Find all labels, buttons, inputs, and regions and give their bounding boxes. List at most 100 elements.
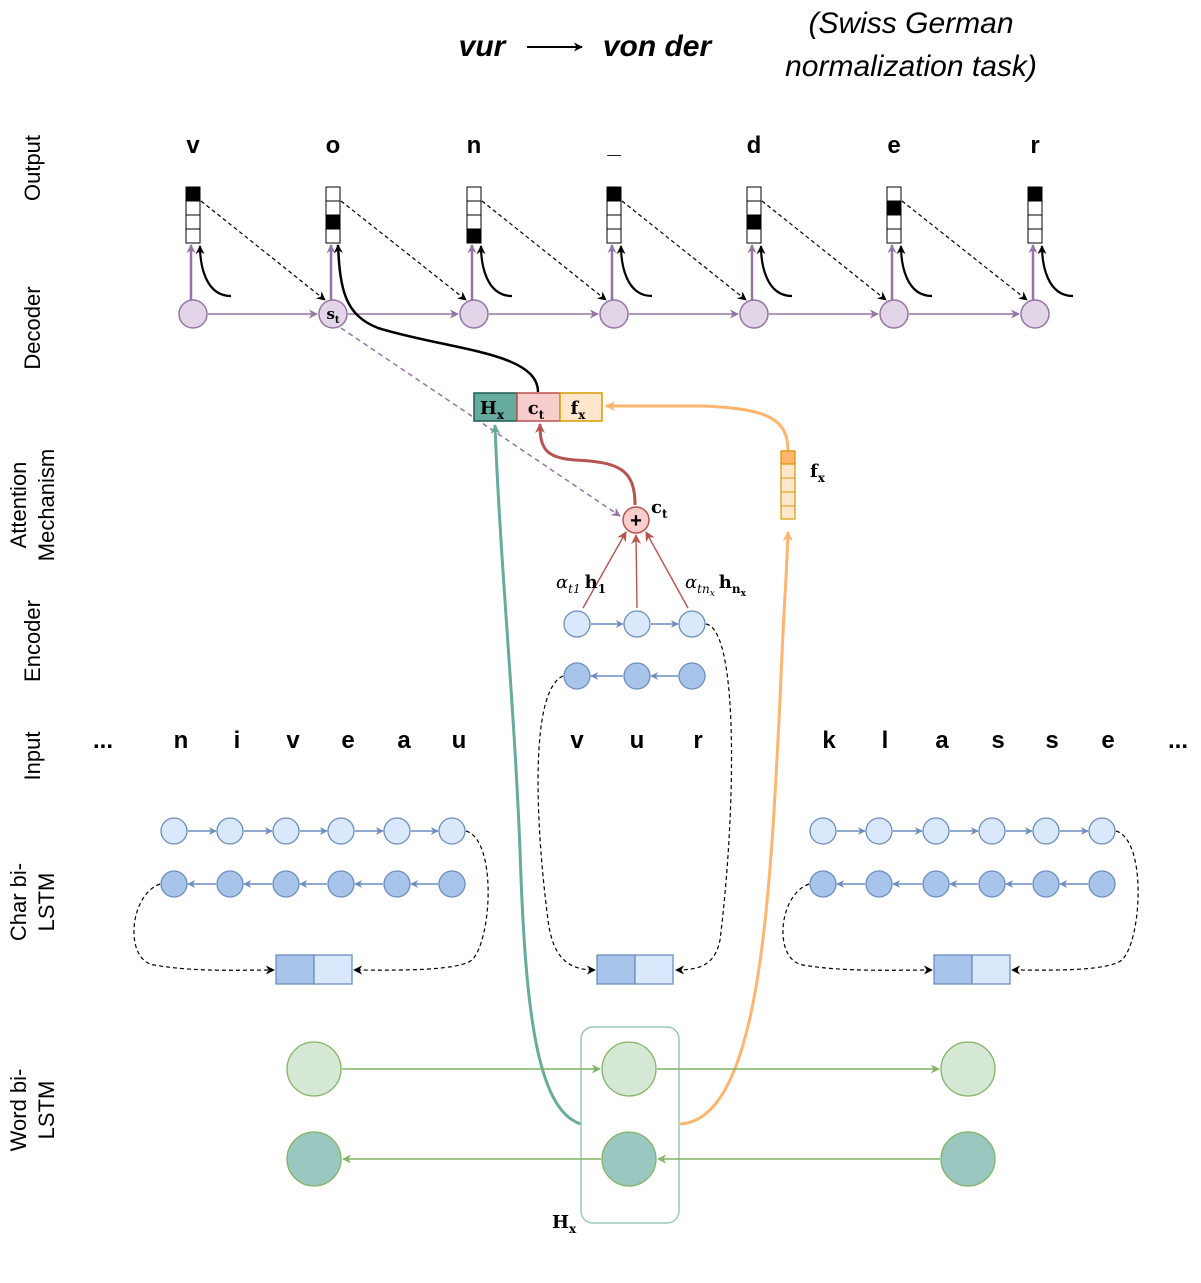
onehot-cell bbox=[466, 214, 482, 230]
output-char: n bbox=[467, 132, 482, 159]
encoder-forward-node bbox=[678, 610, 706, 638]
row-label-attention-line2: Mechanism bbox=[34, 449, 59, 561]
onehot-cell bbox=[886, 186, 902, 202]
onehot-active-cell bbox=[606, 186, 622, 202]
char-forward-node bbox=[1088, 817, 1116, 845]
onehot-cell bbox=[185, 214, 201, 230]
char-backward-node bbox=[272, 870, 300, 898]
concat-hx-label: Hx bbox=[480, 398, 505, 422]
decoder-node bbox=[1020, 299, 1050, 329]
output-to-next-state-dashed bbox=[340, 200, 467, 301]
char-backward-node bbox=[1088, 870, 1116, 898]
onehot-active-cell bbox=[466, 228, 482, 244]
char-backward-dashed-connector bbox=[133, 883, 275, 975]
word-bilstm-layer bbox=[286, 1026, 996, 1224]
context-to-concat-arrow bbox=[535, 423, 637, 506]
decoder-state-node bbox=[318, 299, 348, 329]
title-group: vur von der (Swiss German normalization … bbox=[459, 7, 1037, 83]
char-concat-backward-cell bbox=[596, 954, 636, 985]
char-bilstm-layer bbox=[133, 817, 1139, 985]
onehot-cell bbox=[746, 186, 762, 202]
encoder-layer bbox=[537, 610, 733, 975]
char-forward-node bbox=[160, 817, 188, 845]
output-char: e bbox=[887, 132, 900, 159]
output-feedback-arrow bbox=[756, 245, 793, 298]
onehot-cell bbox=[746, 200, 762, 216]
char-forward-node bbox=[438, 817, 466, 845]
context-label: ct bbox=[651, 497, 668, 521]
onehot-cell bbox=[325, 228, 341, 244]
sum-symbol: + bbox=[630, 510, 642, 532]
concat-ct-cell bbox=[516, 392, 561, 422]
decoder-node bbox=[178, 299, 208, 329]
encoder-forward-node bbox=[563, 610, 591, 638]
input-ellipsis-right: ... bbox=[1168, 727, 1188, 754]
onehot-cell bbox=[325, 200, 341, 216]
char-forward-dashed-connector bbox=[353, 830, 489, 975]
onehot-active-cell bbox=[1027, 186, 1043, 202]
input-char: l bbox=[882, 727, 889, 754]
encoder-forward-node bbox=[623, 610, 651, 638]
char-backward-node bbox=[383, 870, 411, 898]
input-char: u bbox=[630, 727, 645, 754]
onehot-active-cell bbox=[886, 200, 902, 216]
title-note-line1: (Swiss German bbox=[808, 7, 1013, 40]
concat-to-decoder-curve bbox=[333, 244, 540, 393]
alpha-last-label: αtnxhnx bbox=[685, 572, 747, 599]
row-label-word-line1: Word bi- bbox=[6, 1069, 31, 1152]
encoder-backward-node bbox=[623, 662, 651, 690]
word-forward-node bbox=[601, 1041, 657, 1097]
input-char: e bbox=[1101, 727, 1114, 754]
decoder-node bbox=[739, 299, 769, 329]
output-feedback-arrow bbox=[195, 245, 232, 298]
onehot-active-cell bbox=[185, 186, 201, 202]
char-forward-node bbox=[327, 817, 355, 845]
onehot-cell bbox=[466, 186, 482, 202]
input-char: n bbox=[174, 727, 189, 754]
onehot-active-cell bbox=[325, 214, 341, 230]
attention-connectors bbox=[333, 244, 793, 1126]
output-char: r bbox=[1030, 132, 1039, 159]
output-char: _ bbox=[606, 132, 621, 159]
features-active-cell bbox=[780, 450, 796, 465]
char-backward-node bbox=[160, 870, 188, 898]
decoder-node bbox=[599, 299, 629, 329]
char-forward-node bbox=[272, 817, 300, 845]
word-backward-node bbox=[940, 1131, 996, 1187]
title-source: vur bbox=[459, 30, 508, 63]
word-forward-node bbox=[940, 1041, 996, 1097]
row-label-char-line2: LSTM bbox=[34, 873, 59, 932]
char-forward-node bbox=[383, 817, 411, 845]
onehot-cell bbox=[886, 214, 902, 230]
decoder-node bbox=[879, 299, 909, 329]
char-concat-forward-cell bbox=[634, 954, 674, 985]
input-char: v bbox=[570, 727, 584, 754]
onehot-cell bbox=[606, 214, 622, 230]
onehot-cell bbox=[325, 186, 341, 202]
concat-fx-cell bbox=[559, 392, 603, 422]
input-char: a bbox=[935, 727, 949, 754]
output-to-next-state-dashed bbox=[901, 200, 1028, 301]
title-target: von der bbox=[603, 30, 714, 63]
sum-node bbox=[622, 506, 650, 534]
word-state-box bbox=[580, 1026, 680, 1224]
char-backward-node bbox=[865, 870, 893, 898]
input-char: a bbox=[397, 727, 411, 754]
output-feedback-arrow bbox=[616, 245, 653, 298]
char-concat-backward-cell bbox=[933, 954, 973, 985]
title-note-line2: normalization task) bbox=[785, 50, 1037, 83]
decoder-node bbox=[459, 299, 489, 329]
features-to-concat-arrow bbox=[605, 401, 790, 452]
input-char: i bbox=[234, 727, 241, 754]
char-forward-node bbox=[809, 817, 837, 845]
input-char: s bbox=[1045, 727, 1058, 754]
decoder-state-label: st bbox=[326, 305, 339, 326]
features-label: fx bbox=[810, 461, 826, 485]
output-char: d bbox=[747, 132, 762, 159]
char-forward-node bbox=[978, 817, 1006, 845]
char-backward-node bbox=[922, 870, 950, 898]
char-backward-node bbox=[1032, 870, 1060, 898]
